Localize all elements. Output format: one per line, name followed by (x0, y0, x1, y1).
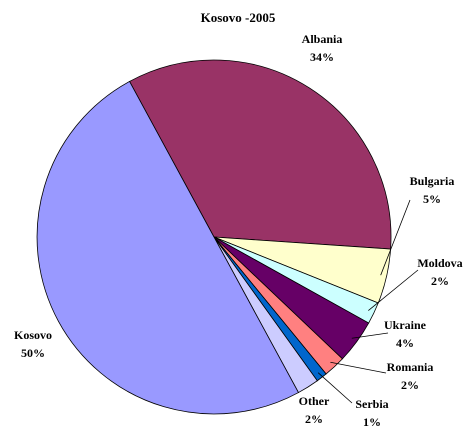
slice-label-kosovo: Kosovo (14, 328, 52, 342)
slice-label-albania: Albania (302, 32, 343, 46)
slice-label-bulgaria: Bulgaria (410, 174, 455, 188)
leader-ukraine (351, 332, 389, 339)
slice-label-other: Other (299, 394, 330, 408)
slice-label-serbia: Serbia (355, 397, 388, 411)
slice-value-kosovo: 50% (21, 346, 45, 360)
slice-label-ukraine: Ukraine (384, 318, 427, 332)
leader-lines (317, 199, 419, 404)
slice-value-other: 2% (305, 412, 323, 426)
pie-slices (36, 59, 392, 415)
slice-label-moldova: Moldova (417, 256, 462, 270)
slice-value-moldova: 2% (431, 274, 449, 288)
slice-value-albania: 34% (310, 50, 334, 64)
leader-serbia (317, 372, 353, 404)
slice-value-serbia: 1% (363, 415, 381, 427)
leader-bulgaria (380, 199, 411, 276)
slice-kosovo (36, 80, 300, 415)
leader-romania (330, 361, 387, 374)
slice-value-romania: 2% (401, 378, 419, 392)
slice-label-romania: Romania (387, 360, 434, 374)
slice-value-bulgaria: 5% (423, 192, 441, 206)
leader-moldova (368, 269, 419, 311)
slice-labels: Albania 34% Bulgaria 5% Moldova 2% Ukraine 4% Ro… (14, 32, 463, 429)
slice-value-ukraine: 4% (396, 336, 414, 350)
chart-title: Kosovo -2005 (201, 10, 276, 25)
